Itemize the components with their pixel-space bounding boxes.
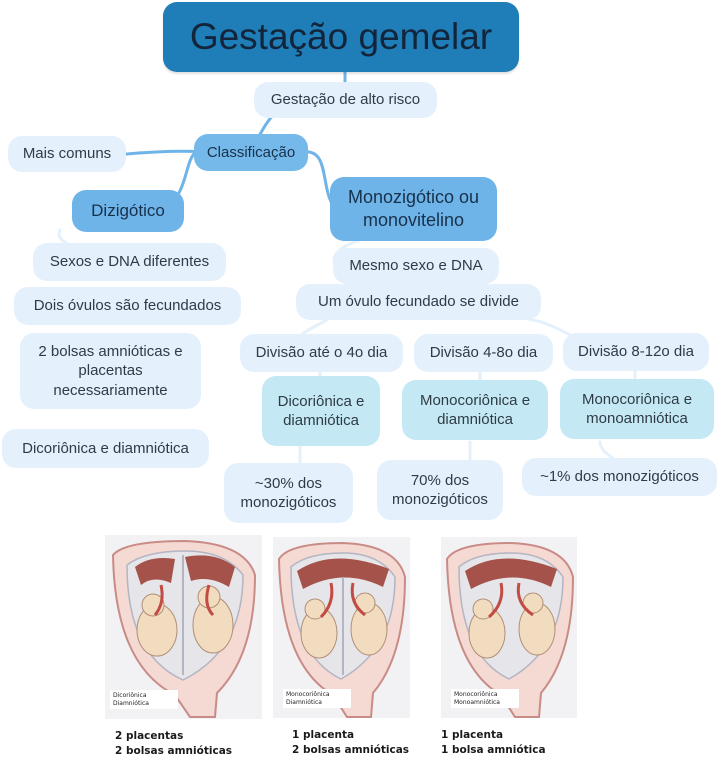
caption-line-1: 1 placenta: [441, 728, 546, 743]
caption-line-2: 2 bolsas amnióticas: [115, 744, 232, 759]
tag-line-2: Diamniótica: [286, 699, 348, 707]
classification-node: Classificação: [194, 134, 308, 171]
caption-monocorionica-monoamniotica: 1 placenta 1 bolsa amniótica: [441, 728, 546, 758]
illustration-dicorionica: Dicoriônica Diamniótica: [105, 535, 262, 719]
common-node: Mais comuns: [8, 136, 126, 172]
type-3-node: Monocoriônica e monoamniótica: [560, 379, 714, 439]
caption-dicorionica: 2 placentas 2 bolsas amnióticas: [115, 729, 232, 759]
egg-divides-node: Um óvulo fecundado se divide: [296, 284, 541, 320]
type-2-node: Monocoriônica e diamniótica: [402, 380, 548, 440]
risk-node: Gestação de alto risco: [254, 82, 437, 118]
percent-3-node: ~1% dos monozigóticos: [522, 458, 717, 496]
caption-line-1: 1 placenta: [292, 728, 409, 743]
dizigotico-item-1: Sexos e DNA diferentes: [33, 243, 226, 281]
tag-line-1: Monocoriônica: [286, 691, 348, 699]
percent-1-node: ~30% dos monozigóticos: [224, 463, 353, 523]
division-2-node: Divisão 4-8o dia: [414, 334, 553, 372]
dizigotico-item-2: Dois óvulos são fecundados: [14, 287, 241, 325]
caption-line-2: 2 bolsas amnióticas: [292, 743, 409, 758]
illustration-monocorionica-monoamniotica: Monocoriônica Monoamniótica: [441, 537, 577, 718]
illustration-tag: Dicoriônica Diamniótica: [110, 690, 178, 709]
tag-line-2: Diamniótica: [113, 700, 175, 708]
dizigotico-item-3: 2 bolsas amnióticas e placentas necessar…: [20, 333, 201, 409]
caption-monocorionica-diamniotica: 1 placenta 2 bolsas amnióticas: [292, 728, 409, 758]
type-1-node: Dicoriônica e diamniótica: [262, 376, 380, 446]
dizigotico-node: Dizigótico: [72, 190, 184, 232]
division-3-node: Divisão 8-12o dia: [563, 333, 709, 371]
dizigotico-item-4: Dicoriônica e diamniótica: [2, 429, 209, 468]
caption-line-2: 1 bolsa amniótica: [441, 743, 546, 758]
tag-line-1: Dicoriônica: [113, 692, 175, 700]
map-title: Gestação gemelar: [163, 2, 519, 72]
illustration-tag: Monocoriônica Monoamniótica: [451, 689, 519, 708]
percent-2-node: 70% dos monozigóticos: [377, 460, 503, 520]
monozigotico-node: Monozigótico ou monovitelino: [330, 177, 497, 241]
illustration-monocorionica-diamniotica: Monocoriônica Diamniótica: [273, 537, 410, 718]
tag-line-1: Monocoriônica: [454, 691, 516, 699]
division-1-node: Divisão até o 4o dia: [240, 334, 403, 372]
tag-line-2: Monoamniótica: [454, 699, 516, 707]
same-sex-node: Mesmo sexo e DNA: [333, 248, 499, 284]
illustration-tag: Monocoriônica Diamniótica: [283, 689, 351, 708]
caption-line-1: 2 placentas: [115, 729, 232, 744]
